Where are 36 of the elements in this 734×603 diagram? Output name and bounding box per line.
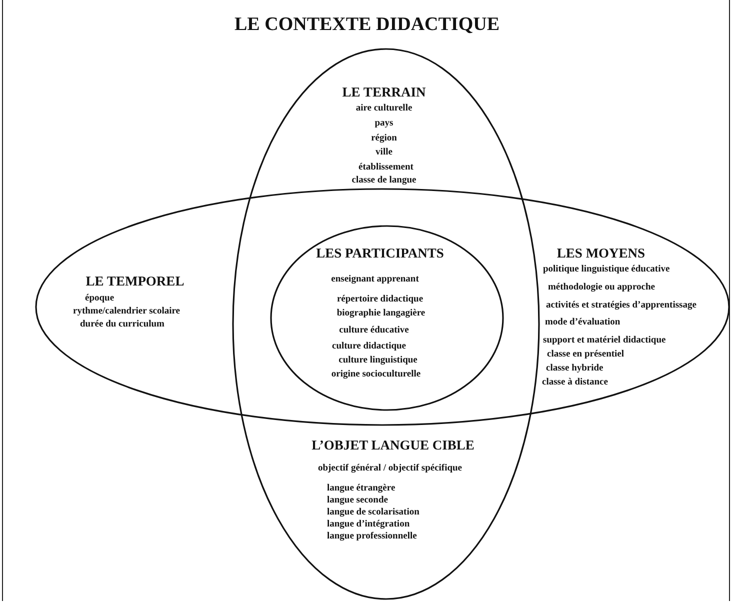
list-item: culture éducative [339,326,409,336]
list-item: biographie langagière [336,308,426,320]
list-item: culture didactique [332,342,406,352]
list-item: culture linguistique [338,356,418,366]
list-item: région [371,134,397,144]
list-item: ville [376,148,392,158]
list-item: rythme/calendrier scolaire [73,306,180,318]
list-item: langue seconde [327,496,388,506]
section-heading: LES MOYENS [556,246,646,260]
list-item: mode d’évaluation [545,318,620,328]
section-heading: LE TEMPOREL [86,274,184,288]
list-item: langue professionnelle [327,532,417,542]
list-item: origine socioculturelle [331,370,421,380]
list-item: langue étrangère [327,484,396,494]
list-item: classe en présentiel [547,350,624,360]
list-item: classe à distance [542,378,608,388]
list-item: politique linguistique éducative [543,264,670,276]
list-item: répertoire didactique [336,294,424,306]
list-item: support et matériel didactique [543,336,666,346]
list-item: méthodologie ou approche [548,282,655,294]
section-heading: LE TERRAIN [342,84,426,100]
list-item: aire culturelle [356,104,412,114]
section-heading: LES PARTICIPANTS [316,246,444,260]
diagram-title: LE CONTEXTE DIDACTIQUE [234,14,500,36]
list-item: durée du curriculum [80,320,164,330]
section-heading: L’OBJET LANGUE CIBLE [312,438,474,452]
list-item: langue de scolarisation [327,508,420,518]
list-item: époque [85,294,114,304]
list-item: établissement [358,162,414,174]
list-item: langue d’intégration [327,520,410,530]
list-item: activités et stratégies d’apprentissage [546,300,696,312]
list-item: classe hybride [546,364,604,374]
list-item: classe de langue [352,176,416,186]
list-item: objectif général / objectif spécifique [318,464,462,474]
list-item: pays [374,118,394,130]
list-item: enseignant apprenant [331,274,419,286]
